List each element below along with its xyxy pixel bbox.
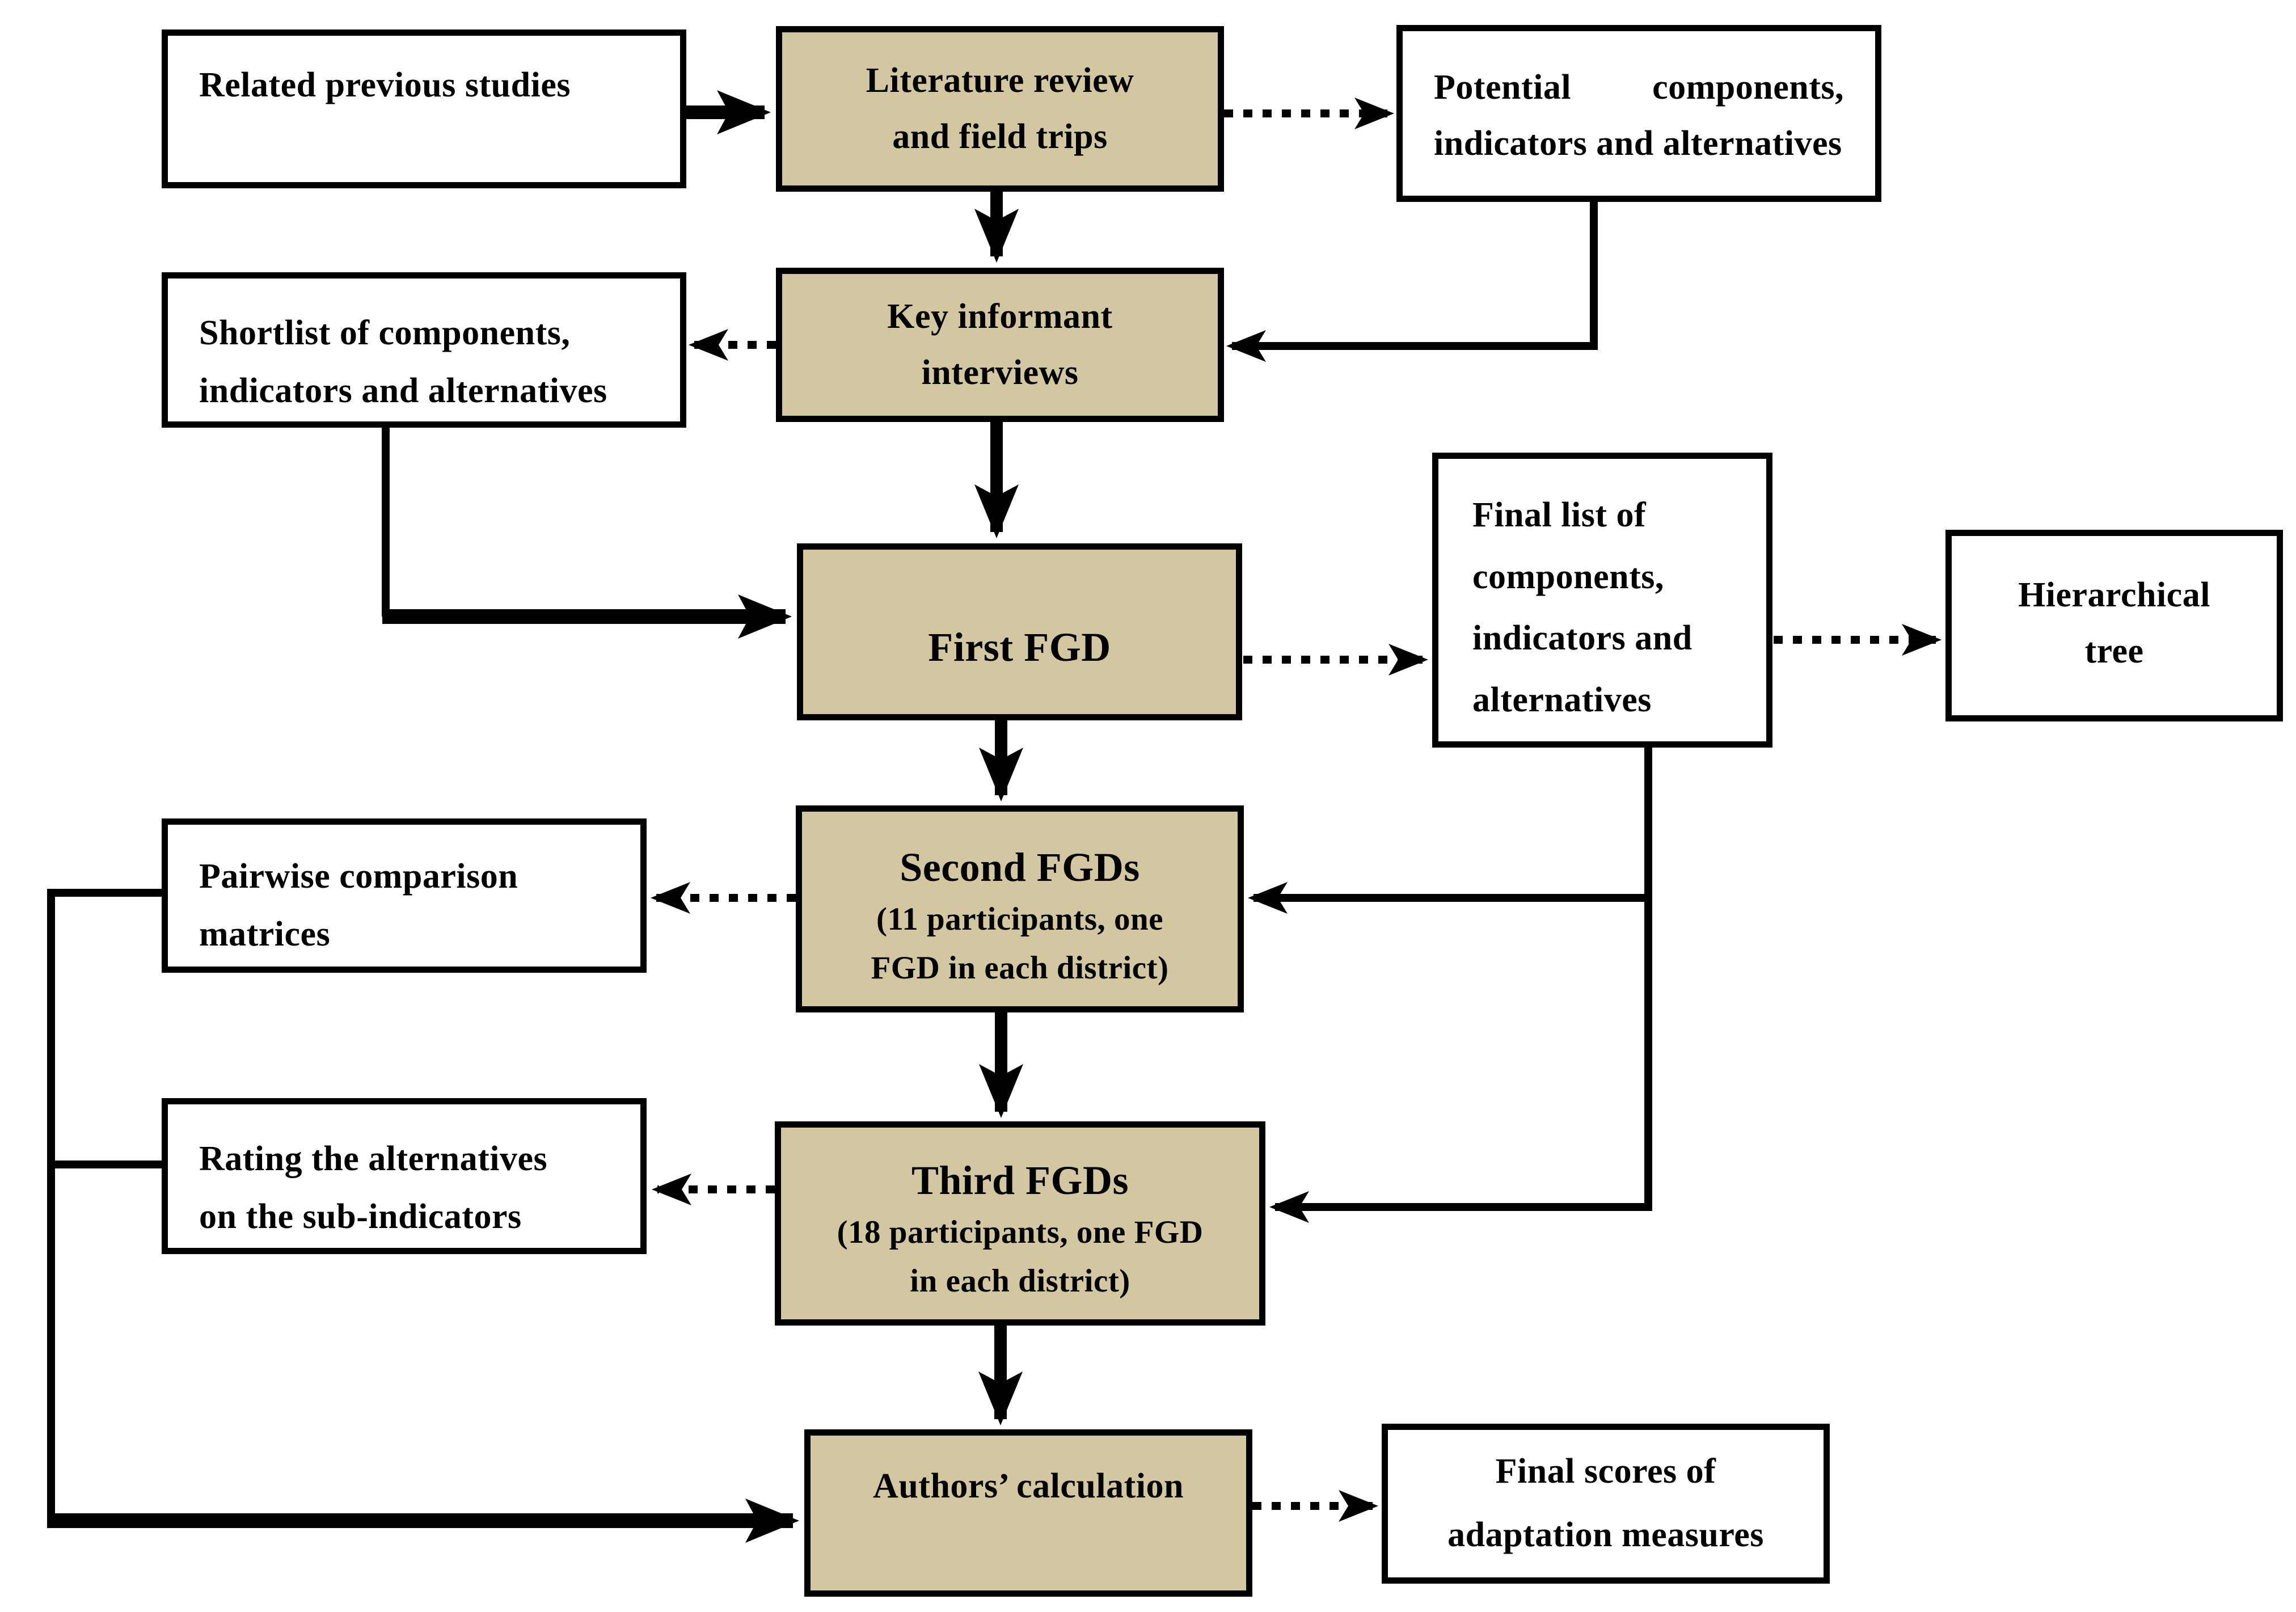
node-shortlist: Shortlist of components, indicators and …	[162, 272, 686, 428]
node-hierarchical-tree: Hierarchical tree	[1945, 530, 2283, 721]
node-label: alternatives	[1472, 680, 1652, 719]
node-label: tree	[2084, 632, 2144, 671]
node-rating-alternatives: Rating the alternatives on the sub-indic…	[162, 1098, 647, 1254]
node-label-word: Potential	[1434, 68, 1572, 107]
node-label: Pairwise comparison	[199, 857, 518, 896]
node-literature-review: Literature review and field trips	[776, 26, 1224, 192]
node-label: Second FGDs	[900, 845, 1140, 890]
node-label: Authors’ calculation	[873, 1467, 1184, 1505]
node-label: First FGD	[928, 624, 1111, 670]
node-pairwise-matrices: Pairwise comparison matrices	[162, 818, 647, 973]
node-label: and field trips	[892, 117, 1108, 156]
node-label: components,	[1472, 557, 1664, 596]
node-label: indicators and alternatives	[199, 372, 607, 411]
node-label: matrices	[199, 915, 331, 954]
node-potential-components: Potential components, indicators and alt…	[1396, 25, 1881, 202]
node-third-fgd: Third FGDs (18 participants, one FGD in …	[775, 1121, 1265, 1326]
node-authors-calculation: Authors’ calculation	[804, 1429, 1252, 1597]
node-final-scores: Final scores of adaptation measures	[1382, 1424, 1830, 1584]
node-final-list: Final list of components, indicators and…	[1432, 453, 1772, 748]
node-label: interviews	[921, 353, 1079, 392]
node-label: Final scores of	[1495, 1452, 1716, 1491]
node-first-fgd: First FGD	[797, 543, 1242, 720]
node-label: Third FGDs	[911, 1158, 1129, 1203]
node-label: Related previous studies	[199, 66, 571, 104]
node-label: Literature review	[866, 61, 1134, 100]
node-label: Final list of	[1472, 496, 1647, 534]
node-label-word: components,	[1652, 68, 1844, 107]
node-label: (18 participants, one FGD	[837, 1214, 1204, 1251]
node-key-informant-interviews: Key informant interviews	[776, 268, 1224, 422]
node-label: Key informant	[887, 297, 1113, 336]
node-label: adaptation measures	[1447, 1516, 1764, 1554]
node-label: indicators and alternatives	[1434, 124, 1842, 163]
node-related-previous-studies: Related previous studies	[162, 29, 686, 188]
node-label: on the sub-indicators	[199, 1197, 522, 1237]
node-label: Rating the alternatives	[199, 1140, 548, 1178]
node-label: (11 participants, one	[876, 901, 1164, 938]
node-label: Shortlist of components,	[199, 314, 571, 352]
node-label: in each district)	[910, 1263, 1130, 1299]
node-label: indicators and	[1472, 619, 1693, 657]
node-label: Hierarchical	[2018, 576, 2210, 614]
node-label: Potential components,	[1434, 60, 1844, 116]
node-second-fgd: Second FGDs (11 participants, one FGD in…	[796, 805, 1244, 1012]
node-label: FGD in each district)	[871, 950, 1169, 986]
